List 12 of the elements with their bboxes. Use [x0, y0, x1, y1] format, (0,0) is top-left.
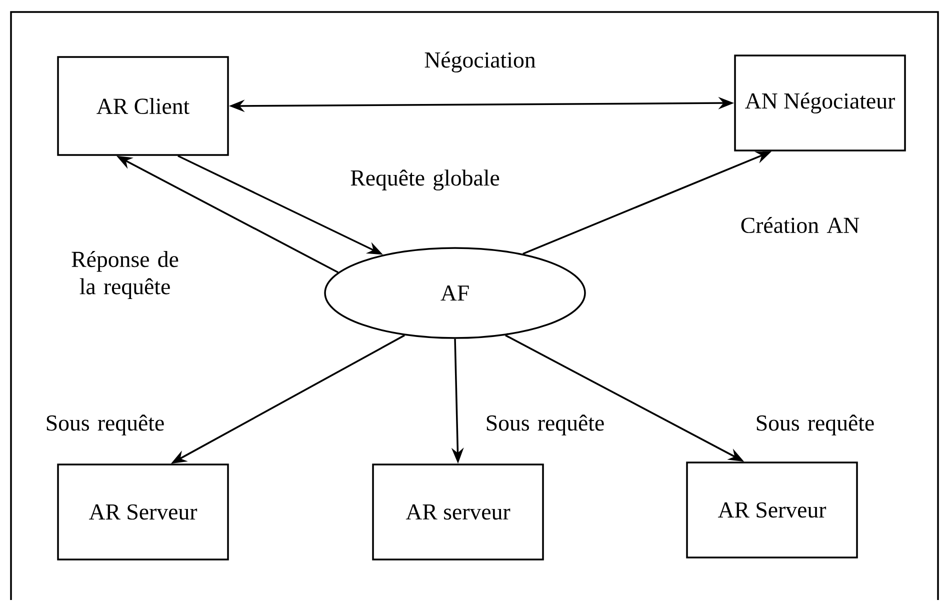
process-box: AN Négociateur	[734, 54, 906, 152]
edge-label: Sous requête	[756, 414, 874, 436]
edge-label: Création AN	[741, 216, 860, 234]
process-box: AR serveur	[372, 464, 544, 560]
process-box: AR Serveur	[57, 464, 229, 560]
process-box: AR Serveur	[686, 462, 858, 558]
edge-label: Sous requête	[46, 414, 164, 436]
edge-label: Négociation	[424, 52, 536, 72]
edge-label: Requête globale	[350, 170, 500, 190]
edge-label: Réponse de la requête	[72, 251, 178, 299]
process-box: AR Client	[57, 56, 229, 156]
edge-label: Sous requête	[486, 414, 604, 436]
